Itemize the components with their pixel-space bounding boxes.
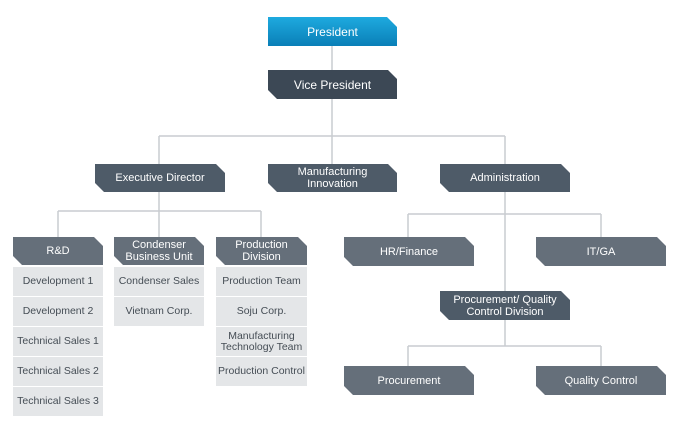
rd-item: Development 2 xyxy=(13,297,103,327)
rd-item: Technical Sales 2 xyxy=(13,357,103,387)
condenser-item-label: Condenser Sales xyxy=(118,275,200,287)
executive-director-label: Executive Director xyxy=(115,172,205,184)
president-label: President xyxy=(307,24,358,39)
rd-item: Technical Sales 3 xyxy=(13,387,103,417)
condenser-business-unit-box: Condenser Business Unit xyxy=(114,237,204,265)
rd-box: R&D xyxy=(13,237,103,265)
rd-item: Development 1 xyxy=(13,267,103,297)
condenser-item: Vietnam Corp. xyxy=(114,297,204,327)
production-item: Production Control xyxy=(216,357,307,387)
rd-label: R&D xyxy=(46,245,70,257)
procurement-box: Procurement xyxy=(344,366,474,395)
production-item-label: Soju Corp. xyxy=(236,305,287,317)
procurement-qc-division-box: Procurement/ Quality Control Division xyxy=(440,291,570,320)
manufacturing-innovation-box: Manufacturing Innovation xyxy=(268,164,397,192)
executive-director-box: Executive Director xyxy=(95,164,225,192)
production-item-label: Manufacturing Technology Team xyxy=(220,329,303,353)
administration-label: Administration xyxy=(470,172,540,184)
quality-control-box: Quality Control xyxy=(536,366,666,395)
production-item-label: Production Team xyxy=(222,275,301,287)
condenser-item-label: Vietnam Corp. xyxy=(125,305,193,317)
production-division-label: Production Division xyxy=(235,239,288,263)
production-division-box: Production Division xyxy=(216,237,307,265)
production-item: Soju Corp. xyxy=(216,297,307,327)
it-ga-label: IT/GA xyxy=(586,245,616,258)
president-box: President xyxy=(268,17,397,46)
hr-finance-box: HR/Finance xyxy=(344,237,474,266)
condenser-business-unit-label: Condenser Business Unit xyxy=(125,239,193,263)
production-item: Manufacturing Technology Team xyxy=(216,327,307,357)
rd-item: Technical Sales 1 xyxy=(13,327,103,357)
rd-item-label: Technical Sales 3 xyxy=(17,395,99,407)
rd-item-label: Technical Sales 1 xyxy=(17,335,99,347)
production-item: Production Team xyxy=(216,267,307,297)
rd-item-label: Technical Sales 2 xyxy=(17,365,99,377)
procurement-label: Procurement xyxy=(377,374,441,387)
procurement-qc-division-label: Procurement/ Quality Control Division xyxy=(453,293,557,318)
hr-finance-label: HR/Finance xyxy=(379,245,439,258)
vice-president-box: Vice President xyxy=(268,70,397,99)
administration-box: Administration xyxy=(440,164,570,192)
manufacturing-innovation-label: Manufacturing Innovation xyxy=(297,166,368,190)
quality-control-label: Quality Control xyxy=(564,374,638,387)
condenser-item: Condenser Sales xyxy=(114,267,204,297)
rd-item-label: Development 2 xyxy=(22,305,94,317)
production-item-label: Production Control xyxy=(218,365,305,377)
vice-president-label: Vice President xyxy=(293,77,372,92)
rd-item-label: Development 1 xyxy=(22,275,94,287)
it-ga-box: IT/GA xyxy=(536,237,666,266)
